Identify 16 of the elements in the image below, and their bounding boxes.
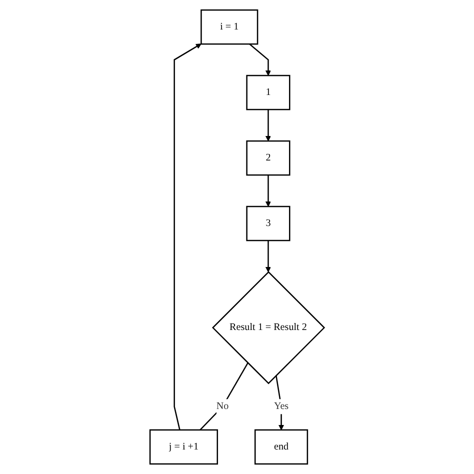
node-diamond: Result 1 = Result 2 (212, 271, 325, 384)
connector (200, 362, 248, 430)
node-box: 1 (246, 74, 290, 110)
edge-label: Yes (274, 400, 288, 412)
arrow (265, 110, 271, 142)
arrow (174, 44, 202, 430)
arrow (275, 375, 284, 430)
arrow (249, 44, 271, 76)
node-box: j = i +1 (149, 429, 218, 465)
arrow (265, 175, 271, 207)
node-box: end (254, 429, 308, 465)
node-box: 3 (246, 206, 290, 242)
node-box: 2 (246, 140, 290, 176)
edge-label: No (216, 400, 229, 412)
node-box: i = 1 (200, 9, 258, 45)
arrow (265, 240, 271, 272)
